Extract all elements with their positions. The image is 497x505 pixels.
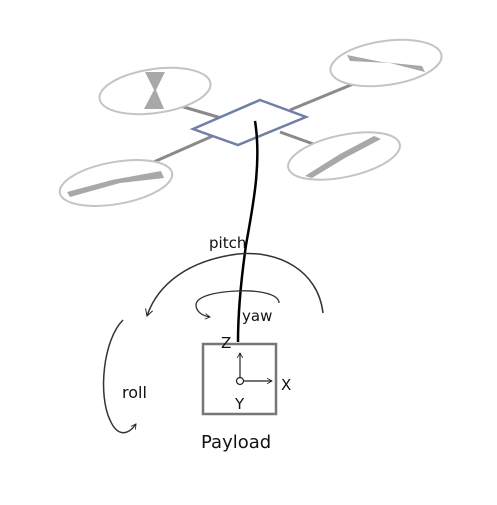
axis-z-label: Z bbox=[221, 334, 231, 352]
yaw-arrow bbox=[195, 290, 280, 320]
y-axis-origin-marker bbox=[235, 376, 245, 386]
rotor-disc bbox=[329, 38, 443, 88]
roll-arrow bbox=[102, 319, 137, 434]
axis-y-label: Y bbox=[234, 395, 245, 413]
payload-axes bbox=[235, 352, 273, 386]
axis-x-label: X bbox=[281, 376, 291, 394]
pitch-arrow bbox=[145, 252, 324, 317]
propeller-blade bbox=[305, 136, 381, 178]
rotor-front-right bbox=[329, 38, 443, 88]
propeller-blade bbox=[67, 171, 164, 197]
rotor-back-left bbox=[58, 159, 174, 207]
yaw-label: yaw bbox=[242, 307, 272, 325]
roll-label: roll bbox=[122, 383, 147, 402]
rotor-back-right bbox=[287, 131, 401, 181]
propeller-blade bbox=[347, 55, 425, 72]
pitch-label: pitch bbox=[209, 234, 246, 252]
propeller-blade bbox=[144, 72, 165, 109]
payload-label: Payload bbox=[201, 432, 271, 453]
rotor-front-left bbox=[98, 66, 212, 116]
drone-frame bbox=[189, 98, 310, 147]
tether-cable bbox=[236, 120, 259, 343]
